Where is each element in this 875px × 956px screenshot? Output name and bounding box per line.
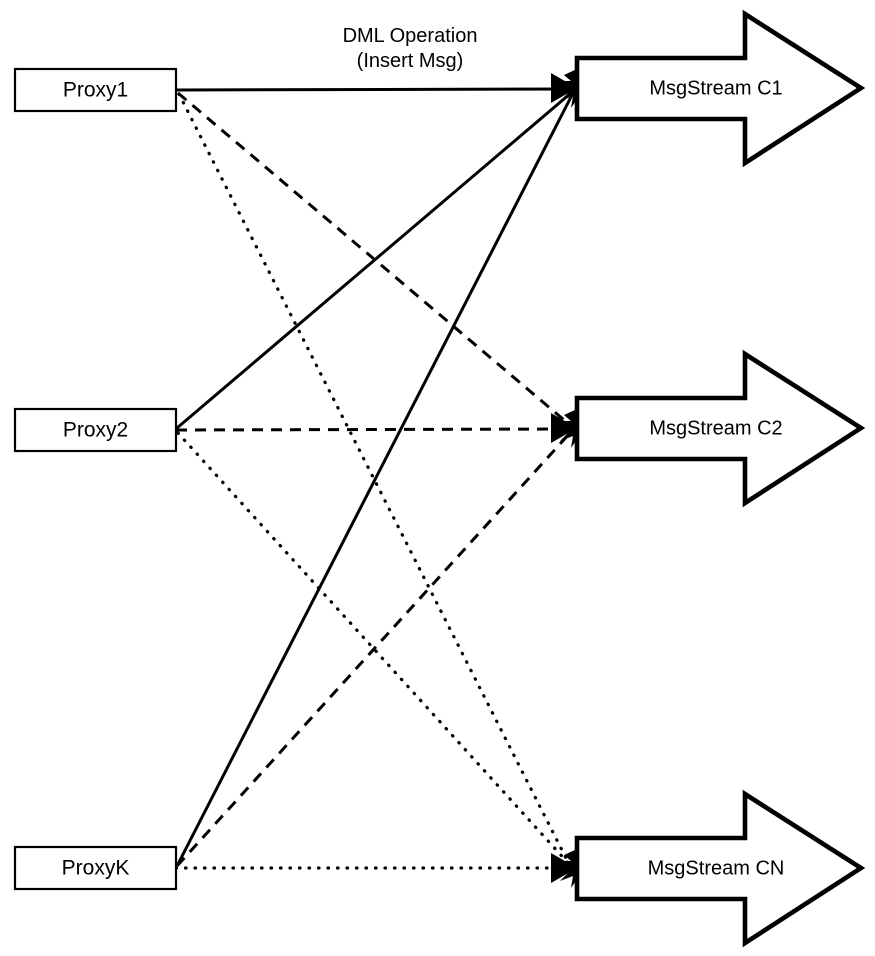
dml-operation-label: DML Operation (Insert Msg) bbox=[343, 25, 478, 72]
connector-proxy-1-to-msgstream-c1 bbox=[175, 87, 573, 92]
annotation-line-2: (Insert Msg) bbox=[357, 50, 464, 72]
connector-proxy-k-to-msgstream-c1 bbox=[175, 94, 574, 867]
arrowhead-layer bbox=[551, 69, 578, 888]
msgstream-label: MsgStream CN bbox=[648, 857, 785, 879]
connector-proxy-2-to-msgstream-c1 bbox=[176, 91, 572, 430]
annotation-line-1: DML Operation bbox=[343, 25, 478, 47]
proxy-label: ProxyK bbox=[62, 857, 130, 880]
proxy-node-proxy1[interactable]: Proxy1 bbox=[13, 67, 178, 113]
arrowhead-triangle bbox=[551, 73, 577, 103]
connector-proxy-k-to-msgstream-c2 bbox=[175, 431, 572, 868]
msgstream-node-layer: MsgStream C1 MsgStream C2 MsgStream CN bbox=[574, 9, 866, 948]
arrowhead-c2 bbox=[551, 409, 578, 448]
proxy-box-outline bbox=[13, 67, 178, 113]
arrowhead-c1 bbox=[551, 69, 578, 108]
msgstream-label: MsgStream C2 bbox=[649, 417, 782, 439]
proxy-box-outline bbox=[13, 407, 178, 453]
proxy-label: Proxy2 bbox=[63, 419, 128, 442]
proxy-node-proxyk[interactable]: ProxyK bbox=[13, 845, 178, 891]
msgstream-label: MsgStream C1 bbox=[649, 77, 782, 99]
msgstream-node-c1[interactable]: MsgStream C1 bbox=[574, 9, 866, 168]
arrowhead-triangle bbox=[551, 413, 577, 443]
connector-proxy-2-to-msgstream-cn bbox=[176, 431, 571, 866]
connector-proxy-2-to-msgstream-c2 bbox=[175, 427, 572, 432]
connector-proxy-1-to-msgstream-cn bbox=[177, 92, 570, 864]
arrowhead-triangle bbox=[551, 853, 577, 883]
proxy-label: Proxy1 bbox=[63, 79, 128, 102]
msgstream-node-c2[interactable]: MsgStream C2 bbox=[574, 349, 866, 508]
arrowhead-cn bbox=[551, 849, 578, 888]
msgstream-node-cn[interactable]: MsgStream CN bbox=[574, 789, 866, 948]
proxy-node-proxy2[interactable]: Proxy2 bbox=[13, 407, 178, 453]
connector-layer bbox=[174, 87, 574, 870]
msgstream-arrow-shape bbox=[574, 349, 866, 508]
msgstream-arrow-shape bbox=[574, 9, 866, 168]
msgstream-arrow-shape bbox=[574, 789, 866, 948]
annotation-layer: DML Operation (Insert Msg) bbox=[343, 25, 478, 72]
proxy-box-outline bbox=[13, 845, 178, 891]
